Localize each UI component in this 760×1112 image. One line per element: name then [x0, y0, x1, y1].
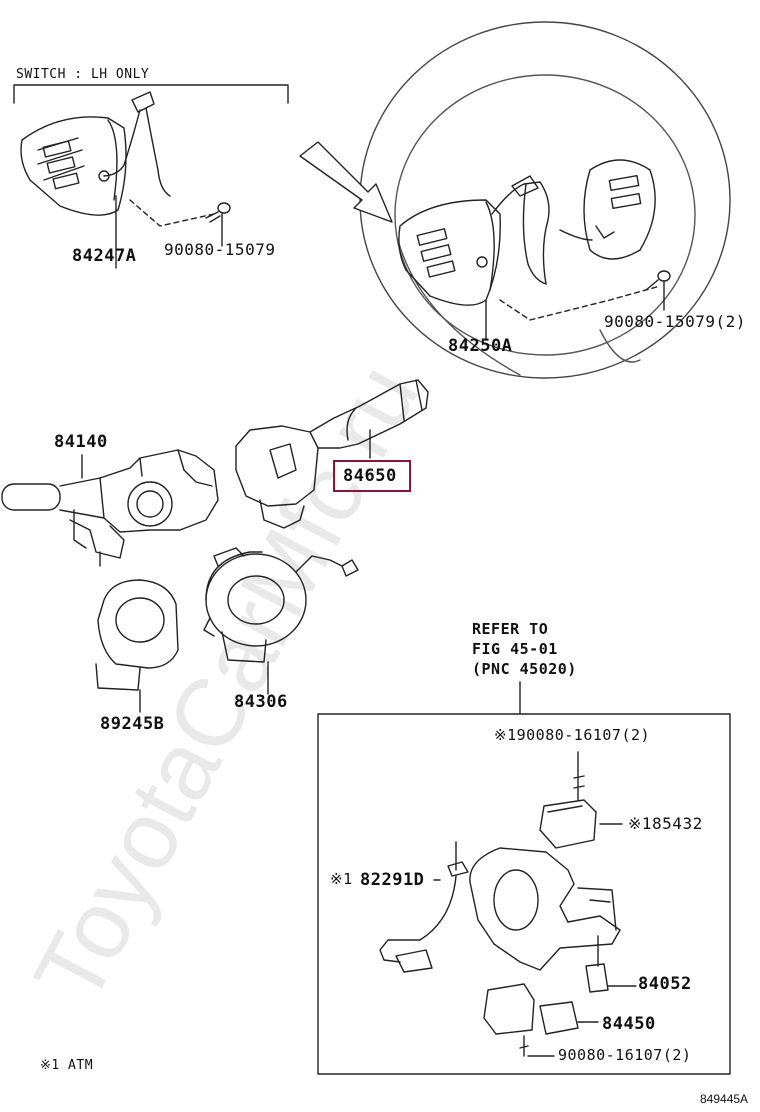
- part-label-84250a[interactable]: 84250A: [448, 336, 513, 356]
- detail-leaders: [433, 823, 637, 1057]
- part-label-84650[interactable]: 84650: [343, 466, 397, 486]
- refer-line-3[interactable]: (PNC 45020): [472, 660, 577, 678]
- lock-assembly-drawing: [379, 751, 621, 1057]
- part-label-90080-15079-b[interactable]: 90080-15079(2): [604, 312, 746, 331]
- switch-right-drawing: [559, 159, 656, 260]
- leader-dashed-1: [129, 199, 215, 227]
- part-label-84306[interactable]: 84306: [234, 692, 288, 712]
- part-label-89245b[interactable]: 89245B: [100, 714, 165, 734]
- screw-90080-15079-b: [645, 270, 671, 311]
- screw-90080-15079-a: [205, 202, 231, 247]
- steering-wheel-drawing: [359, 21, 731, 379]
- lh-only-note: SWITCH : LH ONLY: [16, 67, 150, 82]
- part-label-90080-15079-a[interactable]: 90080-15079: [164, 240, 276, 259]
- figure-id: 849445A: [700, 1092, 749, 1106]
- part-label-84140[interactable]: 84140: [54, 432, 108, 452]
- part-label-84247a[interactable]: 84247A: [72, 246, 137, 266]
- leader-dashed-2: [499, 285, 661, 321]
- mark-82291d: ※1: [330, 870, 353, 888]
- detail-box: [317, 713, 731, 1075]
- part-label-84450[interactable]: 84450: [602, 1014, 656, 1034]
- part-label-90080-16107-bottom[interactable]: 90080-16107(2): [558, 1046, 692, 1064]
- part-label-90080-16107-top[interactable]: ※190080-16107(2): [494, 726, 651, 744]
- switch-84650-drawing: [235, 379, 429, 529]
- sensor-89245b-drawing: [95, 579, 179, 713]
- switch-84140-drawing: [1, 449, 219, 567]
- part-label-82291d[interactable]: 82291D: [360, 870, 425, 890]
- switch-84250a-drawing: [398, 175, 550, 341]
- spiral-cable-84306-drawing: [203, 547, 359, 695]
- refer-line-2[interactable]: FIG 45-01: [472, 640, 558, 658]
- highlight-box: [333, 460, 411, 492]
- direction-arrow: [299, 141, 393, 223]
- part-label-85432[interactable]: ※185432: [628, 814, 703, 833]
- part-label-84052[interactable]: 84052: [638, 974, 692, 994]
- footnote-atm: ※1 ATM: [40, 1058, 94, 1073]
- lh-only-bracket: [13, 84, 289, 104]
- refer-line-1[interactable]: REFER TO: [472, 620, 549, 638]
- switch-84247a-drawing: [20, 91, 171, 269]
